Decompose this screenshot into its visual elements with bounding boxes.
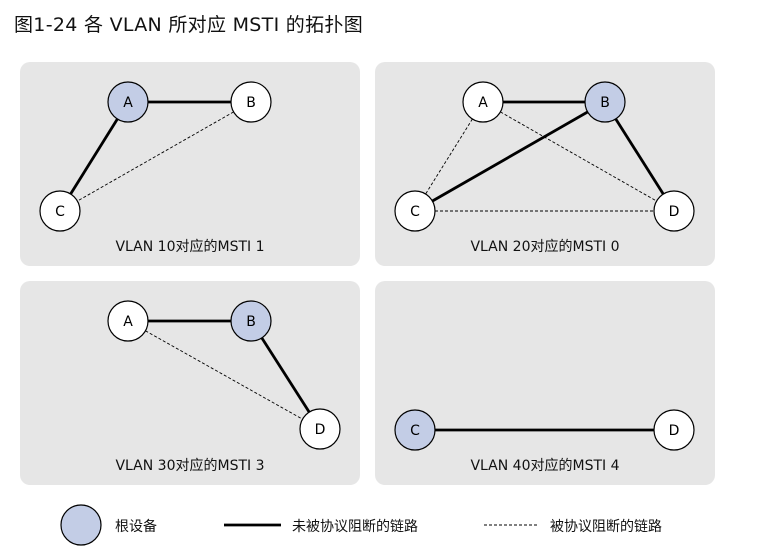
panel-msti-0: A B C D VLAN 20对应的MSTI 0	[375, 62, 715, 266]
node-C	[394, 190, 436, 232]
node-label: A	[478, 95, 488, 111]
link-B-C-forwarding	[414, 100, 606, 213]
panel-msti-3: A B D VLAN 30对应的MSTI 3	[20, 281, 360, 485]
panel-caption: VLAN 30对应的MSTI 3	[115, 458, 265, 474]
topology-diagram: A B D	[107, 300, 341, 450]
link-B-D-forwarding	[603, 101, 676, 212]
legend-forwarding-label: 未被协议阻断的链路	[292, 519, 418, 535]
node-C	[39, 190, 81, 232]
panel-caption: VLAN 40对应的MSTI 4	[470, 458, 620, 474]
node-A-root	[107, 81, 149, 123]
node-D	[299, 408, 341, 450]
node-label: D	[669, 423, 680, 439]
node-label: B	[600, 95, 610, 111]
legend: 根设备 未被协议阻断的链路 被协议阻断的链路	[0, 500, 760, 552]
node-label: D	[315, 422, 326, 438]
node-label: B	[246, 95, 256, 111]
legend-blocked-label: 被协议阻断的链路	[550, 519, 662, 535]
link-A-D-blocked	[482, 101, 675, 212]
node-B	[230, 81, 272, 123]
node-label: C	[55, 204, 65, 220]
node-label: C	[410, 423, 420, 439]
panel-msti-1: A B C VLAN 10对应的MSTI 1	[20, 62, 360, 266]
node-D	[653, 409, 695, 451]
node-C-root	[394, 409, 436, 451]
node-label: A	[123, 314, 133, 330]
link-B-C-blocked	[59, 101, 252, 212]
node-label: C	[410, 204, 420, 220]
figure-title: 图1-24 各 VLAN 所对应 MSTI 的拓扑图	[14, 14, 364, 36]
node-label: B	[246, 314, 256, 330]
node-label: A	[123, 95, 133, 111]
topology-diagram: A B C	[39, 81, 272, 232]
topology-diagram: A B C D	[394, 81, 695, 232]
link-B-D-forwarding	[249, 320, 322, 430]
link-A-C-forwarding	[58, 101, 130, 212]
node-A	[462, 81, 504, 123]
legend-symbols	[60, 504, 538, 546]
link-A-C-blocked	[414, 101, 484, 212]
panel-caption: VLAN 20对应的MSTI 0	[470, 239, 620, 255]
node-label: D	[669, 204, 680, 220]
legend-root-swatch	[60, 504, 102, 546]
node-A	[107, 300, 149, 342]
node-B-root	[584, 81, 626, 123]
panel-caption: VLAN 10对应的MSTI 1	[115, 239, 265, 255]
link-A-D-blocked	[127, 320, 321, 430]
node-D	[653, 190, 695, 232]
legend-root-label: 根设备	[115, 519, 157, 535]
node-B-root	[230, 300, 272, 342]
